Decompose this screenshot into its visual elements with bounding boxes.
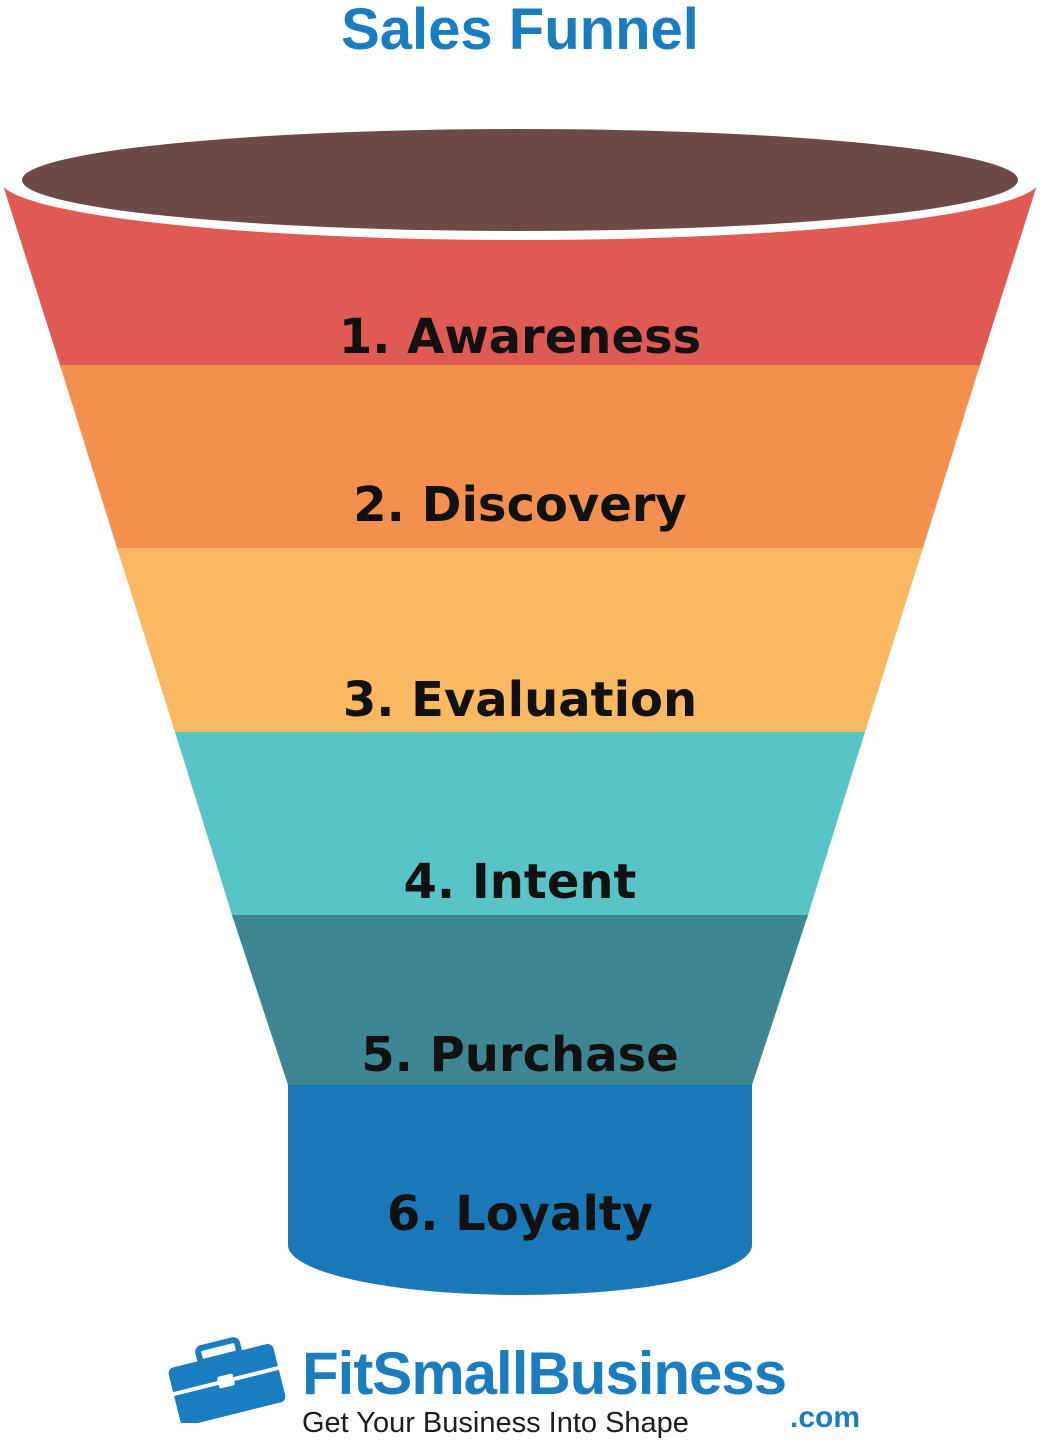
brand-tagline: Get Your Business Into Shape — [302, 1407, 689, 1439]
sales-funnel-diagram: 1. Awareness 2. Discovery 3. Evaluation 4. … — [2, 129, 1038, 1295]
funnel-stage-label-5: 5. Purchase — [361, 1027, 679, 1083]
page-title: Sales Funnel — [341, 0, 699, 62]
funnel-stage-6 — [288, 1085, 752, 1295]
funnel-stage-2 — [60, 365, 980, 600]
funnel-stage-label-2: 2. Discovery — [353, 477, 686, 533]
brand-domain: .com — [790, 1401, 861, 1434]
briefcase-icon — [168, 1337, 286, 1423]
funnel-stage-4 — [175, 732, 865, 957]
brand-logo-text: FitSmallBusiness — [302, 1340, 787, 1407]
funnel-stage-label-1: 1. Awareness — [339, 309, 701, 365]
funnel-stage-1 — [2, 182, 1038, 420]
funnel-stage-3 — [117, 548, 923, 780]
funnel-stage-5 — [232, 915, 808, 1121]
funnel-stage-label-3: 3. Evaluation — [343, 672, 697, 728]
funnel-opening — [22, 129, 1018, 231]
funnel-stage-label-4: 4. Intent — [404, 854, 637, 910]
funnel-stage-label-6: 6. Loyalty — [387, 1186, 653, 1242]
